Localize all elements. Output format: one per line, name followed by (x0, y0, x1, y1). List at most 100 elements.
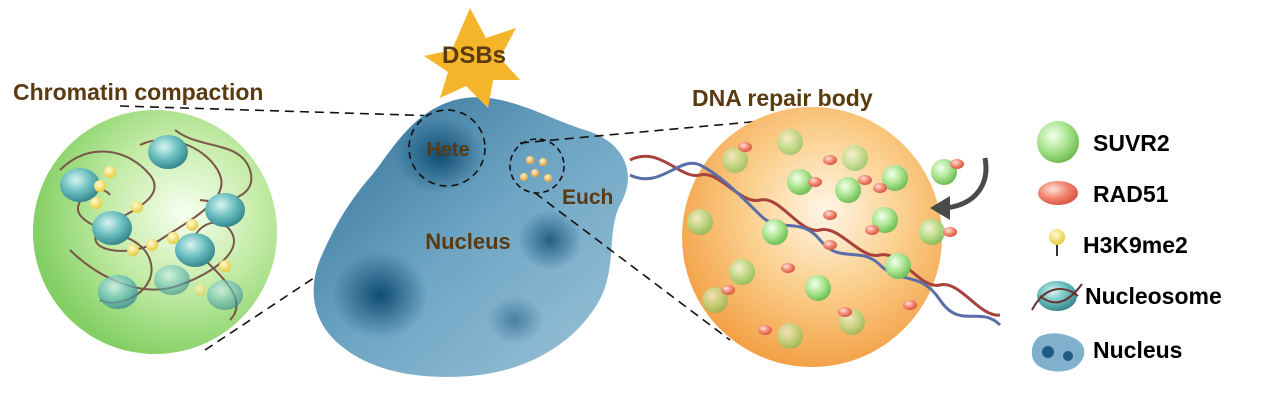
nucleus-shape (313, 97, 628, 377)
suvr2-icon (777, 323, 803, 349)
repair-dot (520, 173, 528, 181)
rad51-icon (781, 263, 795, 273)
hete-region (408, 109, 486, 187)
connector-line (519, 117, 796, 144)
repair-dot (531, 169, 539, 177)
repair-dot (539, 158, 547, 166)
h3k9me2-icon (194, 284, 206, 296)
recruitment-arrow (944, 157, 989, 211)
dna-repair-body-panel (629, 107, 1002, 367)
h3k9me2-icon (219, 260, 231, 272)
suvr2-icon (787, 169, 813, 195)
heterochromatin-spot (332, 251, 428, 339)
nucleus-icon-spot (1063, 351, 1073, 361)
suvr2-icon (687, 209, 713, 235)
legend-item-suvr2: SUVR2 (1037, 121, 1170, 163)
h3k9me2-icon (1049, 229, 1065, 245)
nucleosome-icon (148, 135, 188, 169)
dna-strand (629, 161, 1002, 327)
h3k9me2-icon (167, 232, 179, 244)
legend-item-rad51: RAD51 (1038, 181, 1169, 207)
suvr2-icon (835, 177, 861, 203)
h3k9me2-icon (94, 180, 106, 192)
rad51-icon (873, 183, 887, 193)
h3k9me2-icon (127, 244, 139, 256)
nucleosome-icon (98, 275, 138, 309)
rad51-icon (950, 159, 964, 169)
legend-item-nucleosome: Nucleosome (1031, 281, 1222, 311)
dsbs-label: DSBs (442, 42, 506, 69)
legend-label: H3K9me2 (1083, 232, 1188, 258)
nucleus-icon-spot (1042, 346, 1054, 358)
nucleosome-group (60, 135, 245, 310)
rad51-icon (903, 300, 917, 310)
suvr2-icon (842, 145, 868, 171)
rad51-icon (738, 142, 752, 152)
h3k9me2-icon (186, 219, 198, 231)
legend: SUVR2 RAD51 H3K9me2 Nucleosome Nucleus (1031, 121, 1222, 372)
rad51-icon (758, 325, 772, 335)
nucleosome-dna-icon (1031, 283, 1083, 311)
heterochromatin-spot (395, 117, 485, 193)
rad51-group (721, 142, 964, 335)
chromatin-compaction-label: Chromatin compaction (13, 79, 263, 105)
legend-label: Nucleus (1093, 337, 1182, 363)
euch-region (509, 138, 565, 194)
suvr2-icon (702, 287, 728, 313)
suvr2-icon (1037, 121, 1079, 163)
suvr2-icon (882, 165, 908, 191)
rad51-icon (865, 225, 879, 235)
suvr2-icon (919, 219, 945, 245)
nucleosome-icon (60, 168, 100, 202)
dsbs-star (424, 8, 520, 108)
legend-label: Nucleosome (1085, 283, 1222, 309)
euch-label: Euch (562, 186, 613, 209)
chromatin-compaction-panel (33, 110, 277, 354)
rad51-icon (838, 307, 852, 317)
nucleosome-icon (92, 211, 132, 245)
repair-body-circle (682, 107, 942, 367)
dna-strand (629, 154, 1001, 317)
nucleosome-icon (207, 280, 243, 310)
suvr2-icon (762, 219, 788, 245)
rad51-icon (721, 285, 735, 295)
suvr2-icon (729, 259, 755, 285)
h3k9me2-icon (104, 166, 116, 178)
nucleosome-icon (1037, 281, 1077, 311)
suvr2-icon (885, 253, 911, 279)
connector-line (534, 192, 731, 341)
suvr2-icon (722, 147, 748, 173)
chromatin-fiber (59, 129, 253, 321)
heterochromatin-spot (518, 210, 582, 270)
rad51-icon (823, 210, 837, 220)
legend-label: SUVR2 (1093, 130, 1170, 156)
h3k9me2-icon (90, 197, 102, 209)
nucleosome-icon (175, 233, 215, 267)
legend-label: RAD51 (1093, 181, 1169, 207)
connector-line (119, 105, 441, 117)
h3k9me2-group (90, 166, 231, 296)
nucleosome-icon (154, 265, 190, 295)
repair-dot (544, 174, 552, 182)
rad51-icon (823, 155, 837, 165)
h3k9me2-icon (146, 239, 158, 251)
rad51-icon (823, 240, 837, 250)
suvr2-icon (805, 275, 831, 301)
nucleosome-icon (205, 193, 245, 227)
suvr2-icon (872, 207, 898, 233)
nucleus-label: Nucleus (425, 229, 511, 254)
nucleus-icon (1031, 333, 1085, 372)
legend-item-h3k9me2: H3K9me2 (1049, 229, 1188, 258)
rad51-icon (943, 227, 957, 237)
arrow-head-icon (930, 196, 950, 220)
h3k9me2-icon (131, 201, 143, 213)
rad51-icon (1038, 181, 1078, 205)
repair-dot (526, 156, 534, 164)
dna-repair-body-label: DNA repair body (692, 85, 873, 111)
hete-label: Hete (426, 139, 469, 161)
rad51-icon (858, 175, 872, 185)
legend-item-nucleus: Nucleus (1031, 333, 1182, 372)
suvr2-icon (777, 129, 803, 155)
heterochromatin-spot (487, 296, 543, 344)
